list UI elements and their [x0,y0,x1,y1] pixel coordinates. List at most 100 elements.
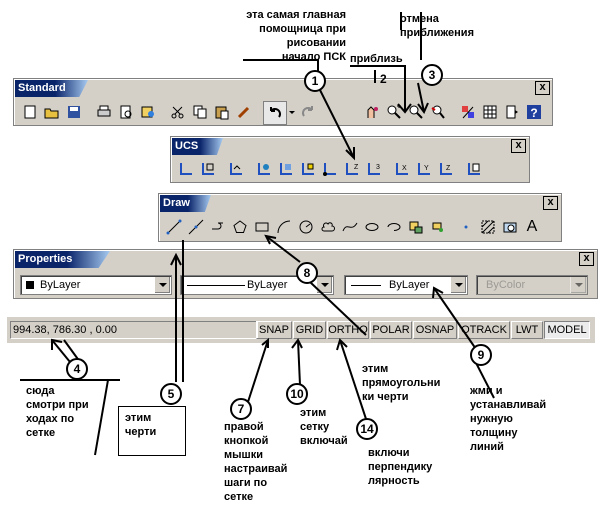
zoom-previous-icon[interactable] [427,101,449,123]
text-icon[interactable]: A [526,218,538,235]
plotstyle-value: ByColor [486,279,526,291]
grid-button[interactable]: GRID [293,321,326,339]
ucs-previous-icon[interactable] [197,158,219,180]
3point-ucs-icon[interactable]: 3 [363,158,385,180]
publish-icon[interactable] [137,101,159,123]
close-icon[interactable]: x [579,252,594,266]
marker-3: 3 [421,64,443,86]
marker-9: 9 [470,344,492,366]
chevron-down-icon[interactable] [316,277,332,293]
marker-8: 8 [296,262,318,284]
ellipse-arc-icon[interactable] [383,216,405,238]
close-icon[interactable]: x [535,81,550,95]
preview-icon[interactable] [115,101,137,123]
new-icon[interactable] [19,101,41,123]
properties-icon[interactable] [457,101,479,123]
design-center-icon[interactable] [479,101,501,123]
linetype-value: ByLayer [247,279,288,291]
open-icon[interactable] [41,101,63,123]
svg-text:?: ? [530,106,537,120]
copy-icon[interactable] [189,101,211,123]
zaxis-ucs-icon[interactable]: Z [341,158,363,180]
undo-icon[interactable] [263,101,287,125]
snap-note: правой кнопкой мышки настраивай шаги по … [224,421,288,503]
ortho-button[interactable]: ORTHO [327,321,369,339]
rectangle-icon[interactable] [251,216,273,238]
marker-2: 2 [380,72,387,86]
print-icon[interactable] [93,101,115,123]
cut-icon[interactable] [167,101,189,123]
draw-toolbar: Draw x A [158,193,562,242]
object-ucs-icon[interactable] [253,158,275,180]
svg-text:3: 3 [376,164,380,171]
save-icon[interactable] [63,101,85,123]
lwt-button[interactable]: LWT [511,321,543,339]
origin-ucs-icon[interactable] [319,158,341,180]
zoom-previous-note: отмена приближения [400,13,474,39]
polyline-icon[interactable] [207,216,229,238]
draw-toolbar-title[interactable]: Draw [160,195,211,212]
polygon-icon[interactable] [229,216,251,238]
marker-4: 4 [66,358,88,380]
construction-line-icon[interactable] [185,216,207,238]
chevron-down-icon[interactable] [154,277,170,293]
svg-text:Y: Y [424,165,429,172]
properties-toolbar-title[interactable]: Properties [15,251,110,268]
ucs-icon[interactable] [175,158,197,180]
apply-ucs-icon[interactable] [463,158,485,180]
standard-toolbar-title[interactable]: Standard [15,80,88,97]
tool-palettes-icon[interactable] [501,101,523,123]
hatch-icon[interactable] [477,216,499,238]
make-block-icon[interactable] [427,216,449,238]
marker-14: 14 [356,418,378,440]
arc-icon[interactable] [273,216,295,238]
circle-icon[interactable] [295,216,317,238]
match-properties-icon[interactable] [233,101,255,123]
model-button[interactable]: MODEL [544,321,590,339]
color-control[interactable]: ByLayer [20,275,172,295]
close-icon[interactable]: x [543,196,558,210]
color-value: ByLayer [40,279,81,291]
undo-dropdown-icon[interactable] [287,101,297,123]
point-icon[interactable] [455,216,477,238]
ortho-note: включи перпендику лярность [368,447,433,487]
lineweight-control[interactable]: ByLayer [344,275,468,295]
lineweight-sample [351,285,381,286]
ucs-toolbar-title[interactable]: UCS [172,138,223,155]
snap-button[interactable]: SNAP [256,321,292,339]
insert-block-icon[interactable] [405,216,427,238]
spline-icon[interactable] [339,216,361,238]
osnap-button[interactable]: OSNAP [413,321,457,339]
zoom-note: приблизь [350,53,403,65]
lineweight-note: жми и устанавливай нужную толщину линий [470,385,547,453]
z-rotate-icon[interactable]: Z [435,158,457,180]
pan-icon[interactable] [361,101,383,123]
line-tool-note: этим черти [118,406,186,456]
zoom-window-icon[interactable] [405,101,427,123]
coordinates-display[interactable]: 994.38, 786.30 , 0.00 [10,321,258,339]
ucs-toolbar: UCS x Z 3 X Y Z [170,136,530,183]
close-icon[interactable]: x [511,139,526,153]
standard-toolbar: Standard x ? [13,78,553,126]
polar-button[interactable]: POLAR [370,321,412,339]
paste-icon[interactable] [211,101,233,123]
revision-cloud-icon[interactable] [317,216,339,238]
grid-note: этим сетку включай [300,407,348,447]
otrack-button[interactable]: OTRACK [458,321,510,339]
world-ucs-icon[interactable] [225,158,247,180]
y-rotate-icon[interactable]: Y [413,158,435,180]
face-ucs-icon[interactable] [275,158,297,180]
color-swatch [26,281,34,289]
svg-text:X: X [402,165,407,172]
redo-icon[interactable] [297,101,319,123]
ellipse-icon[interactable] [361,216,383,238]
zoom-realtime-icon[interactable] [383,101,405,123]
view-ucs-icon[interactable] [297,158,319,180]
linetype-sample [187,285,245,286]
region-icon[interactable] [499,216,521,238]
line-icon[interactable] [163,216,185,238]
marker-1: 1 [304,70,326,92]
help-icon[interactable]: ? [523,101,545,123]
x-rotate-icon[interactable]: X [391,158,413,180]
chevron-down-icon[interactable] [450,277,466,293]
